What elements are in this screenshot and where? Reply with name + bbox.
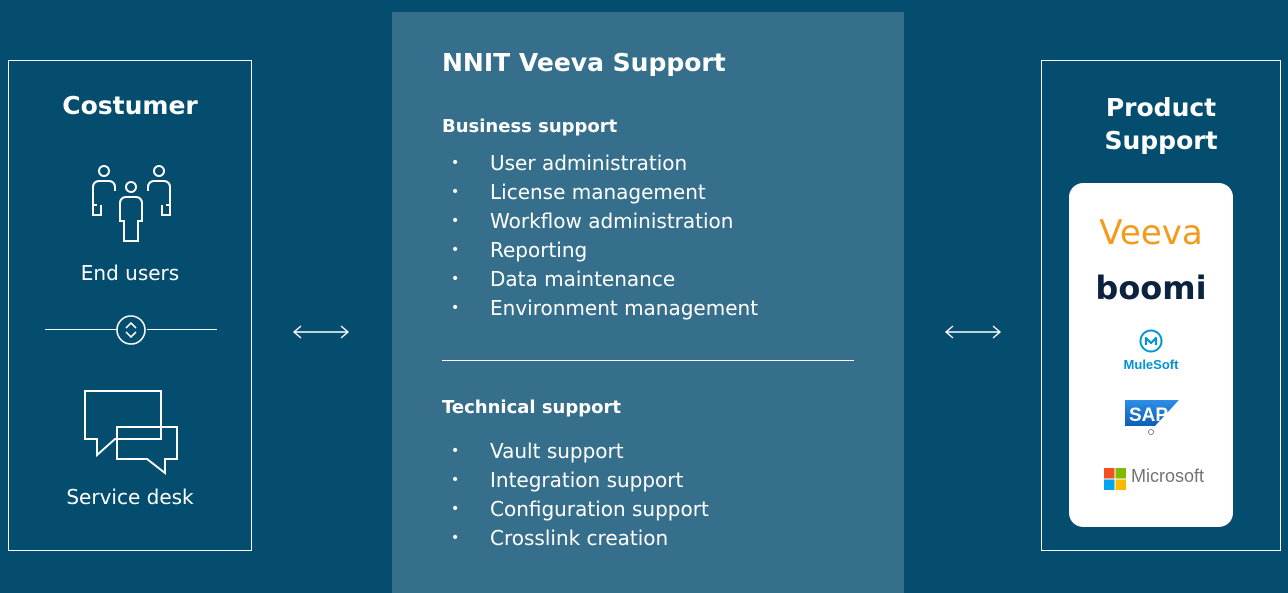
bidirectional-arrow-icon xyxy=(944,325,1002,339)
list-item: •User administration xyxy=(451,151,688,175)
chat-bubbles-icon xyxy=(84,390,178,475)
service-desk-label: Service desk xyxy=(66,485,194,509)
mulesoft-mark-icon xyxy=(1139,329,1163,353)
technical-support-heading: Technical support xyxy=(442,397,621,418)
end-users-label: End users xyxy=(80,261,180,285)
svg-text:SAP: SAP xyxy=(1129,405,1168,426)
product-support-title: Product Support xyxy=(1104,93,1218,155)
list-item: •Vault support xyxy=(451,439,624,463)
panel-title: NNIT Veeva Support xyxy=(442,48,726,77)
mulesoft-logo: MuleSoft xyxy=(1123,357,1179,372)
list-item: •Reporting xyxy=(451,238,588,262)
nnit-support-panel: NNIT Veeva Support Business support •Use… xyxy=(392,12,904,593)
boomi-logo: boomi xyxy=(1095,269,1207,307)
list-item: •Crosslink creation xyxy=(451,526,669,550)
users-icon xyxy=(92,165,171,242)
bidirectional-arrow-icon xyxy=(292,325,350,339)
list-item: •License management xyxy=(451,180,706,204)
customer-panel: Costumer End users Service desk xyxy=(8,60,252,551)
list-item: •Environment management xyxy=(451,296,759,320)
list-item: •Data maintenance xyxy=(451,267,676,291)
microsoft-logo: Microsoft xyxy=(1131,466,1205,486)
list-item: •Workflow administration xyxy=(451,209,734,233)
list-item: •Configuration support xyxy=(451,497,709,521)
product-support-panel: Product Support Veeva boomi MuleSoft SAP xyxy=(1041,60,1281,551)
customer-title: Costumer xyxy=(62,91,198,120)
divider-line xyxy=(45,329,117,330)
vendor-logos-card: Veeva boomi MuleSoft SAP Microsoft xyxy=(1069,183,1233,527)
section-divider xyxy=(442,360,854,361)
expand-collapse-icon[interactable] xyxy=(115,314,147,346)
technical-support-list: •Vault support •Integration support •Con… xyxy=(442,437,709,553)
divider-line xyxy=(147,329,217,330)
list-item: •Integration support xyxy=(451,468,684,492)
business-support-list: •User administration •License management… xyxy=(442,149,758,323)
veeva-logo: Veeva xyxy=(1099,213,1203,253)
sap-logo: SAP xyxy=(1125,400,1179,435)
microsoft-mark-icon xyxy=(1104,468,1126,490)
business-support-heading: Business support xyxy=(442,116,618,137)
